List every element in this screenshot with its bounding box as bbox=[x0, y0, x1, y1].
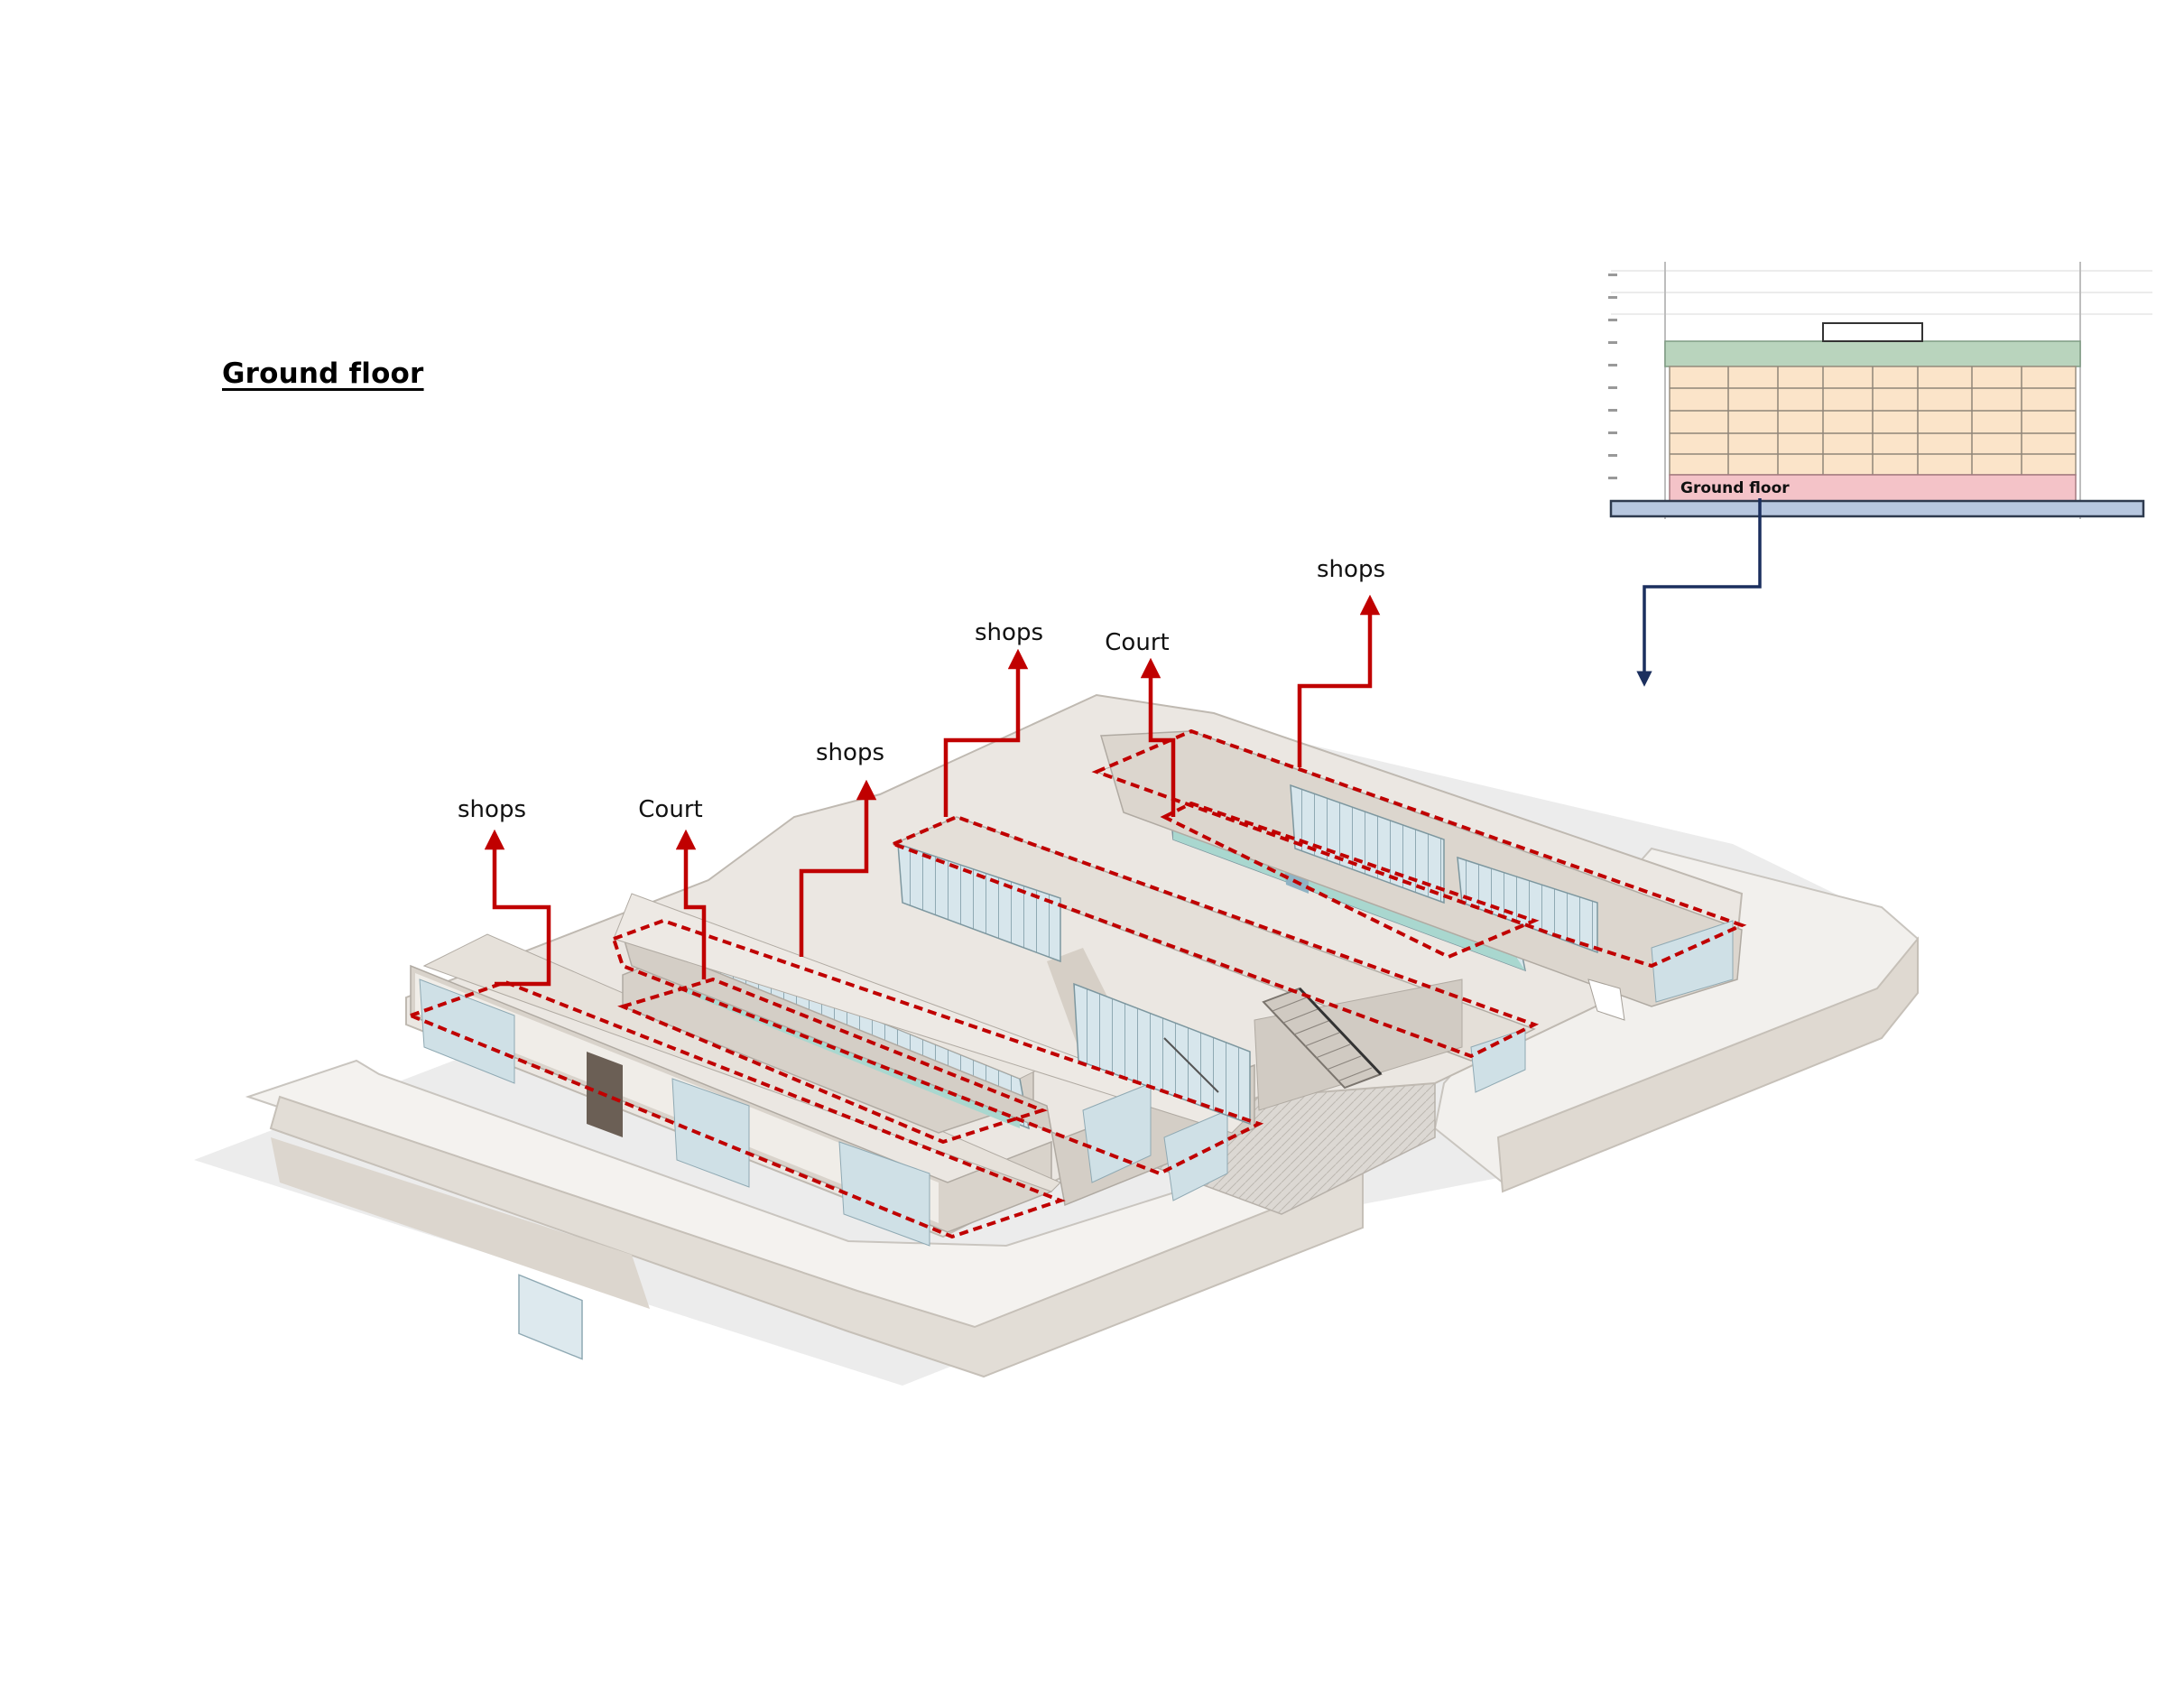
basement-band bbox=[1609, 499, 2145, 518]
arrow-shops-3 bbox=[943, 648, 1029, 817]
label-shops-3: shops bbox=[975, 619, 1043, 646]
zone-outline-shops-4 bbox=[1091, 728, 1747, 969]
label-court-1: Court bbox=[638, 796, 703, 823]
label-shops-1: shops bbox=[458, 796, 526, 823]
block-shops-4 bbox=[1100, 730, 1743, 1021]
zone-outline-shops-1 bbox=[405, 979, 1066, 1239]
building-section-thumbnail bbox=[1608, 262, 2152, 687]
label-shops-2: shops bbox=[816, 739, 884, 766]
section-pointer-arrow bbox=[1636, 498, 1762, 687]
block-shops-1 bbox=[410, 933, 1061, 1360]
arrow-shops-1 bbox=[484, 829, 551, 987]
arrow-shops-4 bbox=[1297, 594, 1381, 767]
arrow-shops-2 bbox=[799, 779, 877, 957]
label-shops-4: shops bbox=[1317, 556, 1385, 583]
level-markers bbox=[1608, 274, 1617, 479]
zone-outline-shops-3 bbox=[888, 814, 1540, 1059]
arrow-court-1 bbox=[675, 829, 707, 979]
zone-outlines bbox=[405, 728, 1747, 1239]
page-title: Ground floor bbox=[222, 357, 424, 390]
zone-outline-court-2 bbox=[1160, 801, 1540, 960]
building-axonometric bbox=[194, 693, 1920, 1386]
roof-band bbox=[1664, 340, 2081, 367]
arrow-court-2 bbox=[1140, 657, 1176, 817]
label-court-2: Court bbox=[1105, 629, 1170, 656]
section-ground-floor-label: Ground floor bbox=[1680, 479, 1790, 497]
leader-arrows bbox=[484, 594, 1381, 987]
central-stair bbox=[1163, 987, 1383, 1093]
